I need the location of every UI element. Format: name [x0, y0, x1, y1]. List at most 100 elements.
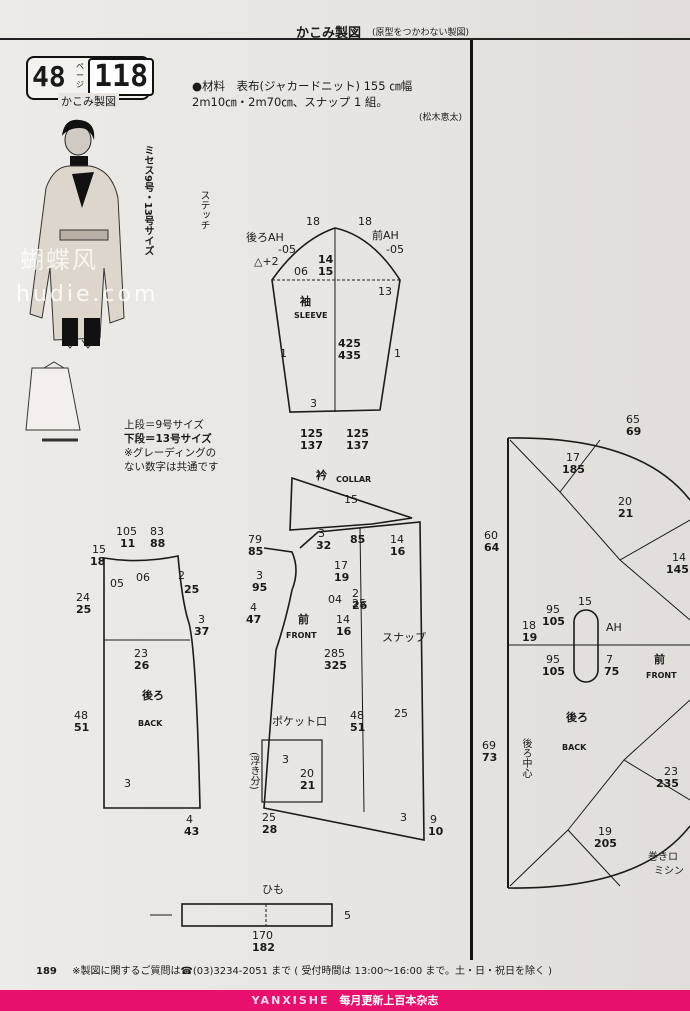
sleeve-length-13: 435 [338, 349, 361, 362]
sleeve-dim-plus: △+2 [254, 255, 279, 268]
right-95a: 95 [546, 603, 560, 616]
sleeve-cap-13: 15 [318, 265, 334, 278]
sleeve-title-en: SLEEVE [294, 311, 328, 320]
tie-title: ひも [262, 883, 284, 896]
legend-note-2: ない数字は共通です [124, 461, 219, 473]
right-95b: 95 [546, 653, 560, 666]
sleeve-hem-3: 3 [310, 397, 317, 410]
right-17: 17 [566, 451, 580, 464]
front-325: 325 [324, 659, 347, 672]
front-c47: 47 [246, 613, 262, 626]
right-64: 64 [484, 541, 500, 554]
sleeve-dim-top-left: 18 [306, 215, 320, 228]
back-title-en: BACK [138, 719, 163, 728]
back-3: 3 [198, 613, 205, 626]
column-divider [470, 40, 473, 960]
right-185: 185 [562, 463, 585, 476]
designer-name: (松木恵太) [418, 113, 462, 123]
front-f16: 16 [336, 625, 352, 638]
right-73: 73 [482, 751, 498, 764]
sleeve-dim-minus-right: -05 [386, 243, 404, 256]
sleeve-hem-right-9: 125 [346, 427, 369, 440]
badge-label: かこみ製図 [58, 93, 119, 109]
back-37: 37 [194, 625, 210, 638]
front-q25: 25 [262, 811, 276, 824]
back-hem-3: 3 [124, 777, 131, 790]
front-04: 04 [328, 593, 342, 606]
sleeve-dim-minus-left: -05 [278, 243, 296, 256]
tie-length-170: 170 [252, 929, 273, 942]
right-20: 20 [618, 495, 632, 508]
footer-contact: ※製図に関するご質問は☎(03)3234-2051 まで ( 受付時間は 13:… [72, 966, 553, 977]
front-r25: 25 [394, 707, 408, 720]
front-pocket-label: ポケット口 [272, 715, 327, 728]
back-neck-105: 105 [116, 525, 137, 538]
front-hem-10: 10 [428, 825, 444, 838]
header-title: かこみ製図 [296, 26, 362, 41]
sleeve-hem-left-13: 137 [300, 439, 323, 452]
right-205: 205 [594, 837, 617, 850]
sleeve-dim-top-right: 18 [358, 215, 372, 228]
footer: 189 ※製図に関するご質問は☎(03)3234-2051 まで ( 受付時間は… [36, 962, 552, 977]
collar-title-jp: 衿 [316, 469, 327, 482]
page-unit: ページ [76, 62, 84, 89]
right-65: 65 [626, 413, 640, 426]
front-title-jp: 前 [298, 613, 309, 626]
sleeve-side-1-left: 1 [280, 347, 287, 360]
right-front-jp: 前 [654, 653, 665, 666]
size-legend: 上段＝9号サイズ 下段＝13号サイズ ※グレーディングの ない数字は共通です [124, 418, 219, 474]
back-hem-4: 4 [186, 813, 193, 826]
right-back-jp: 後ろ [566, 711, 588, 724]
front-16: 16 [390, 545, 406, 558]
sleeve-dim-06: 06 [294, 265, 308, 278]
right-ah: AH [606, 621, 622, 634]
front-float-note: (浮き分) [248, 752, 259, 790]
back-armhole-24: 24 [76, 591, 90, 604]
right-105b: 105 [542, 665, 565, 678]
front-h3: 3 [282, 753, 289, 766]
right-7: 7 [606, 653, 613, 666]
back-length-51: 51 [74, 721, 90, 734]
model-illustration [25, 119, 125, 442]
sleeve-hem-left-9: 125 [300, 427, 323, 440]
back-15: 15 [92, 543, 106, 556]
back-05: 05 [110, 577, 124, 590]
watermark-url: hudie.com [16, 282, 159, 307]
tie-length-182: 182 [252, 941, 275, 954]
front-c4: 4 [250, 601, 257, 614]
header-rule [0, 38, 690, 40]
front-title-en: FRONT [286, 631, 317, 640]
right-75: 75 [604, 665, 620, 678]
back-06: 06 [136, 571, 150, 584]
back-neck-83: 83 [150, 525, 164, 538]
right-145: 145 [666, 563, 689, 576]
collar-title-en: COLLAR [336, 475, 372, 484]
back-2: 2 [178, 569, 185, 582]
bottom-banner: YANXISHE 每月更新上百本杂志 [0, 990, 690, 1011]
front-32: 32 [316, 539, 332, 552]
banner-text: 每月更新上百本杂志 [339, 994, 439, 1007]
front-hem-9: 9 [430, 813, 437, 826]
front-2: 2 [352, 587, 359, 600]
back-neck-11: 11 [120, 537, 136, 550]
back-18: 18 [90, 555, 106, 568]
pattern-number-badge: 48 ページ 118 [26, 56, 155, 100]
front-length-48: 48 [350, 709, 364, 722]
page-number: 189 [36, 966, 57, 977]
materials-line-1: ●材料 表布(ジャカードニット) 155 ㎝幅 [192, 79, 413, 93]
sleeve-hem-right-13: 137 [346, 439, 369, 452]
front-q28: 28 [262, 823, 278, 836]
front-c3: 3 [256, 569, 263, 582]
right-235: 235 [656, 777, 679, 790]
back-neck-88: 88 [150, 537, 166, 550]
right-edge-note-2: ミシン [654, 866, 684, 877]
back-length-48: 48 [74, 709, 88, 722]
sleeve-side-1-right: 1 [394, 347, 401, 360]
materials-text: ●材料 表布(ジャカードニット) 155 ㎝幅 2m10㎝・2m70㎝、スナップ… [192, 78, 462, 126]
front-285: 285 [324, 647, 345, 660]
right-19: 19 [522, 631, 538, 644]
watermark-logo: 蝴蝶风 [20, 246, 98, 274]
front-25: 25 [352, 597, 366, 610]
legend-upper: 上段＝9号サイズ [124, 419, 204, 431]
legend-note-1: ※グレーディングの [124, 447, 217, 459]
